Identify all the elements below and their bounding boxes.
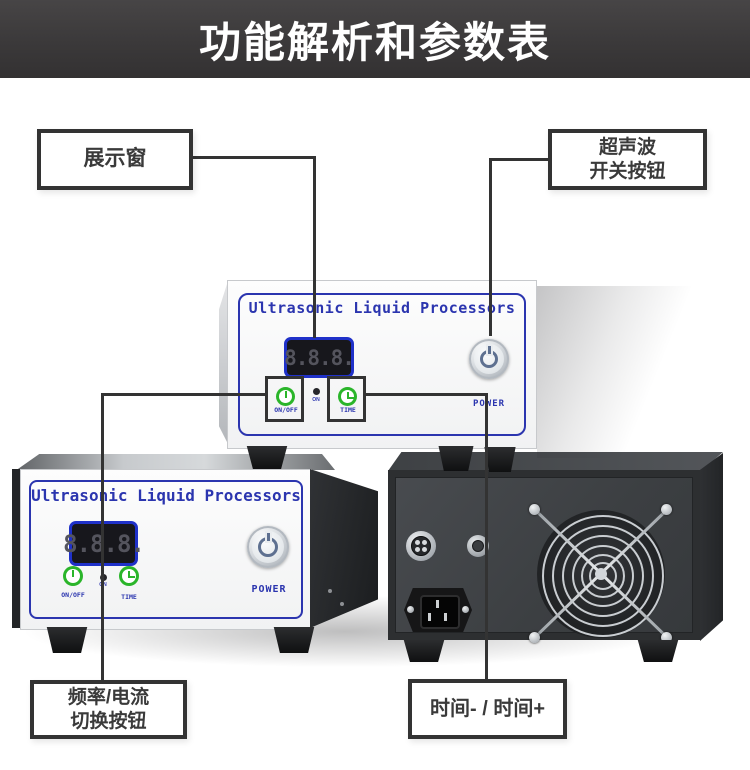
indicator-led [313,388,320,395]
power-icon [487,346,491,354]
callout-text: 展示窗 [83,147,147,171]
time-label: TIME [340,406,356,414]
callout-ultrasonic-switch: 超声波 开关按钮 [548,129,707,190]
device-front-view-small: Ultrasonic Liquid Processors 8.8.8. ON O… [219,280,537,472]
callout-text: 时间- / 时间+ [429,697,545,720]
clock-icon [346,392,354,399]
fan-guard-ring [562,535,644,617]
callout-line-display [193,156,316,159]
callout-text: 开关按钮 [589,160,666,182]
screw-icon [661,632,672,643]
device-right-side [700,453,723,641]
onoff-label: ON/OFF [274,406,298,414]
panel-border [238,293,526,436]
time-button [338,387,357,406]
callout-line-freq [101,393,267,396]
device-top-face [388,452,723,471]
screw-icon [661,504,672,515]
callout-line-display [313,156,316,338]
time-button [119,566,139,586]
power-icon [72,570,74,577]
fan-hub [595,568,607,580]
connector-pin [422,540,427,545]
callout-line-freq [101,393,104,681]
panel-border [29,480,303,619]
ac-inlet-icon [404,588,472,632]
ac-socket [420,595,460,629]
rear-panel [388,470,700,643]
highlight-box-time [327,376,366,422]
fan-guard-ring [589,562,617,590]
connector-pin [415,547,420,552]
device-top-face [16,454,335,470]
connector-core [411,536,431,556]
callout-line-ultrasonic [489,158,548,161]
fuse-core [472,540,484,552]
indicator-label: ON [312,397,320,403]
device-foot [246,446,288,469]
power-icon [266,533,270,541]
time-label: TIME [121,593,137,601]
onoff-button [276,387,295,406]
callout-text: 超声波 [598,136,656,158]
cast-shadow [537,286,697,458]
main-power-button [469,339,509,379]
screw-icon [407,606,414,613]
device-rear-view [388,452,723,664]
highlight-box-onoff [265,376,304,422]
connector-pin [422,547,427,552]
fan-guard-ring [552,525,654,627]
power-label: POWER [251,584,287,595]
screw-icon [462,606,469,613]
front-panel: Ultrasonic Liquid Processors 8.8.8. ON O… [20,469,312,630]
ac-pin [444,613,447,621]
connector-pin [415,540,420,545]
device-foot [273,627,315,653]
device-foot [484,447,516,472]
banner: 功能解析和参数表 [0,0,750,78]
fan-guard-ring [542,515,664,637]
callout-freq-current-switch: 频率/电流 切换按钮 [30,680,187,739]
screw-icon [529,504,540,515]
callout-line-time [365,393,488,396]
callout-text: 频率/电流 [67,686,150,708]
power-icon [284,391,287,398]
display-value: 8.8.8. [63,530,145,558]
callout-text: 切换按钮 [70,710,147,732]
device-foot [46,627,88,653]
onoff-label: ON/OFF [61,591,85,599]
device-left-edge [219,284,227,442]
fuse-holder-icon [467,535,489,557]
callout-line-time [485,393,488,680]
callout-display-window: 展示窗 [37,129,193,190]
ac-pin [436,600,439,608]
device-foot [403,640,445,662]
callout-time-adjust: 时间- / 时间+ [408,679,567,739]
device-right-side [310,469,378,628]
screw-icon [328,589,332,593]
main-power-button [247,526,289,568]
digital-display: 8.8.8. [284,337,355,378]
aviation-connector-icon [406,531,436,561]
device-foot [438,446,474,471]
power-label: POWER [472,399,506,409]
fan-guard-ring [572,545,634,607]
display-value: 8.8.8. [284,345,355,370]
device-left-edge [12,469,21,628]
screw-icon [340,602,344,606]
screw-icon [529,632,540,643]
brand-text: Ultrasonic Liquid Processors [31,486,301,505]
banner-title: 功能解析和参数表 [198,18,551,66]
clock-icon [128,571,135,578]
onoff-button [63,566,83,586]
fan-guard-ring [581,554,625,598]
device-front-view-large: Ultrasonic Liquid Processors 8.8.8. ON O… [10,454,378,659]
ac-pin [428,613,431,621]
callout-line-ultrasonic [489,158,492,336]
device-foot [637,640,679,662]
